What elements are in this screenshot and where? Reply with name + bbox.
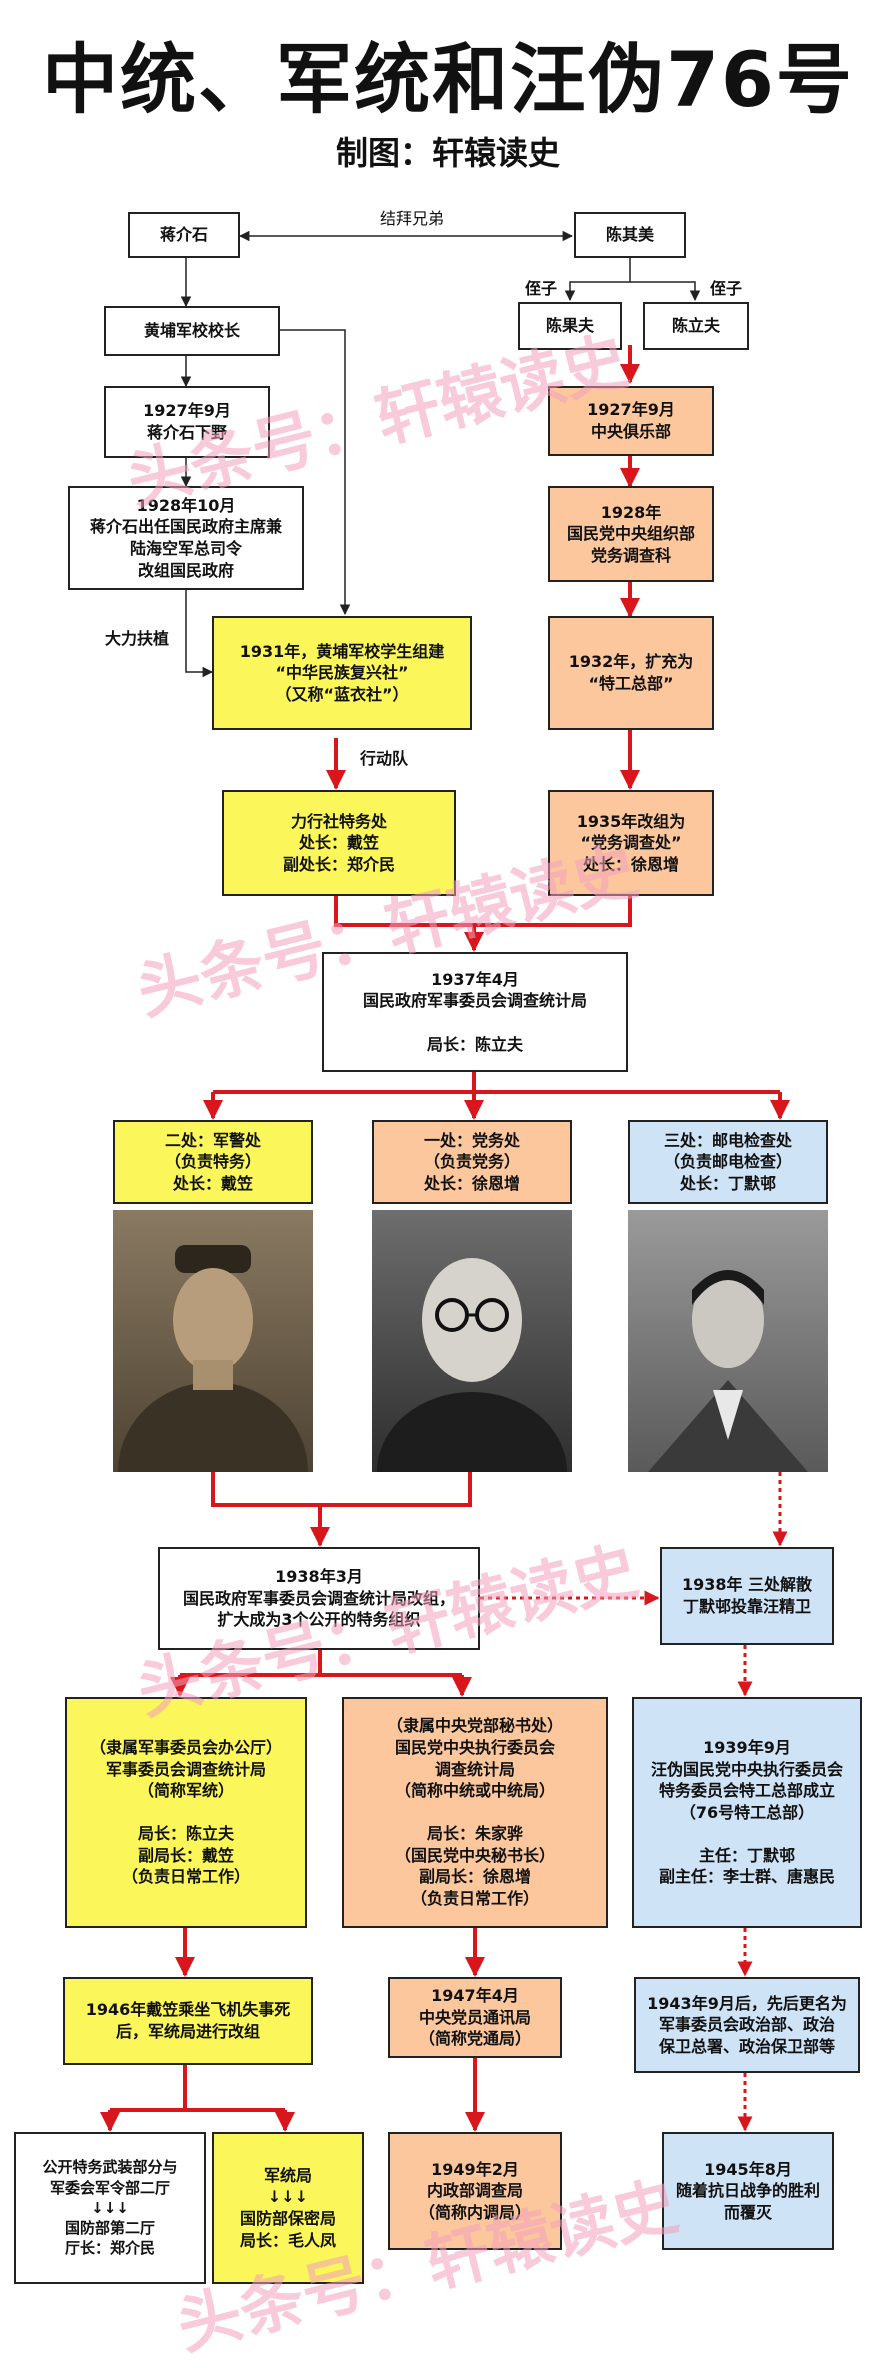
box-1938-reorganization: 1938年3月 国民政府军事委员会调查统计局改组， 扩大成为3个公开的特务组织 (158, 1547, 480, 1650)
box-1949-interior-investigation: 1949年2月 内政部调查局 （简称内调局） (388, 2132, 562, 2250)
label-support: 大力扶植 (105, 629, 170, 648)
box-1947-party-communication: 1947年4月 中央党员通讯局 （简称党通局） (388, 1977, 562, 2058)
box-76-special-service: 1939年9月 汪伪国民党中央执行委员会 特务委员会特工总部成立 （76号特工总… (632, 1697, 862, 1928)
box-1945-collapse: 1945年8月 随着抗日战争的胜利 而覆灭 (662, 2132, 834, 2250)
box-1927-resign: 1927年9月 蒋介石下野 (104, 386, 270, 458)
label-action-team: 行动队 (360, 749, 409, 768)
box-1935-party-survey-office: 1935年改组为 “党务调查处” 处长：徐恩增 (548, 790, 714, 896)
box-security-bureau: 军统局 ↓↓↓ 国防部保密局 局长：毛人凤 (212, 2132, 364, 2284)
portrait-photo-left (113, 1210, 313, 1472)
portrait-figure-icon (377, 1258, 567, 1472)
box-second-department: 公开特务武装部分与 军委会军令部二厅 ↓↓↓ 国防部第二厅 厅长：郑介民 (14, 2132, 206, 2284)
box-1943-renamed: 1943年9月后，先后更名为 军事委员会政治部、政治 保卫总署、政治保卫部等 (634, 1977, 860, 2073)
portrait-figure-icon (118, 1245, 308, 1472)
box-juntong: （隶属军事委员会办公厅） 军事委员会调查统计局 （简称军统） 局长：陈立夫 副局… (65, 1697, 307, 1928)
box-chen-lifu: 陈立夫 (643, 302, 749, 350)
box-zhongtong: （隶属中央党部秘书处） 国民党中央执行委员会 调查统计局 （简称中统或中统局） … (342, 1697, 608, 1928)
page-subtitle: 制图：轩辕读史 (335, 134, 560, 172)
box-third-office: 三处：邮电检查处 （负责邮电检查） 处长：丁默邨 (628, 1120, 828, 1204)
box-chen-guofu: 陈果夫 (518, 302, 622, 350)
portrait-photo-right (628, 1210, 828, 1472)
page-title: 中统、军统和汪伪76号 (42, 35, 854, 124)
box-second-office: 二处：军警处 （负责特务） 处长：戴笠 (113, 1120, 313, 1204)
portrait-figure-icon (648, 1270, 808, 1472)
box-1931-revival-society: 1931年，黄埔军校学生组建 “中华民族复兴社” （又称“蓝衣社”） (212, 616, 472, 730)
portrait-photo-middle (372, 1210, 572, 1472)
box-1927-central-club: 1927年9月 中央俱乐部 (548, 386, 714, 456)
box-jiang-jieshi: 蒋介石 (128, 212, 240, 258)
label-nephew-left: 侄子 (525, 279, 558, 298)
box-1928-party-survey: 1928年 国民党中央组织部 党务调查科 (548, 486, 714, 582)
box-1937-investigation-bureau: 1937年4月 国民政府军事委员会调查统计局 局长：陈立夫 (322, 952, 628, 1072)
box-lixingshe-office: 力行社特务处 处长：戴笠 副处长：郑介民 (222, 790, 456, 896)
box-huangpu-principal: 黄埔军校校长 (104, 306, 280, 356)
box-first-office: 一处：党务处 （负责党务） 处长：徐恩增 (372, 1120, 572, 1204)
label-nephew-right: 侄子 (710, 279, 743, 298)
box-chen-qimei: 陈其美 (574, 212, 686, 258)
box-1938-third-office-dissolved: 1938年 三处解散 丁默邨投靠汪精卫 (660, 1547, 834, 1645)
label-sworn-brothers: 结拜兄弟 (380, 209, 445, 228)
box-1946-dai-li-death: 1946年戴笠乘坐飞机失事死 后，军统局进行改组 (63, 1977, 313, 2065)
box-1928-chairman: 1928年10月 蒋介石出任国民政府主席兼 陆海空军总司令 改组国民政府 (68, 486, 304, 590)
box-1932-special-service: 1932年，扩充为 “特工总部” (548, 616, 714, 730)
